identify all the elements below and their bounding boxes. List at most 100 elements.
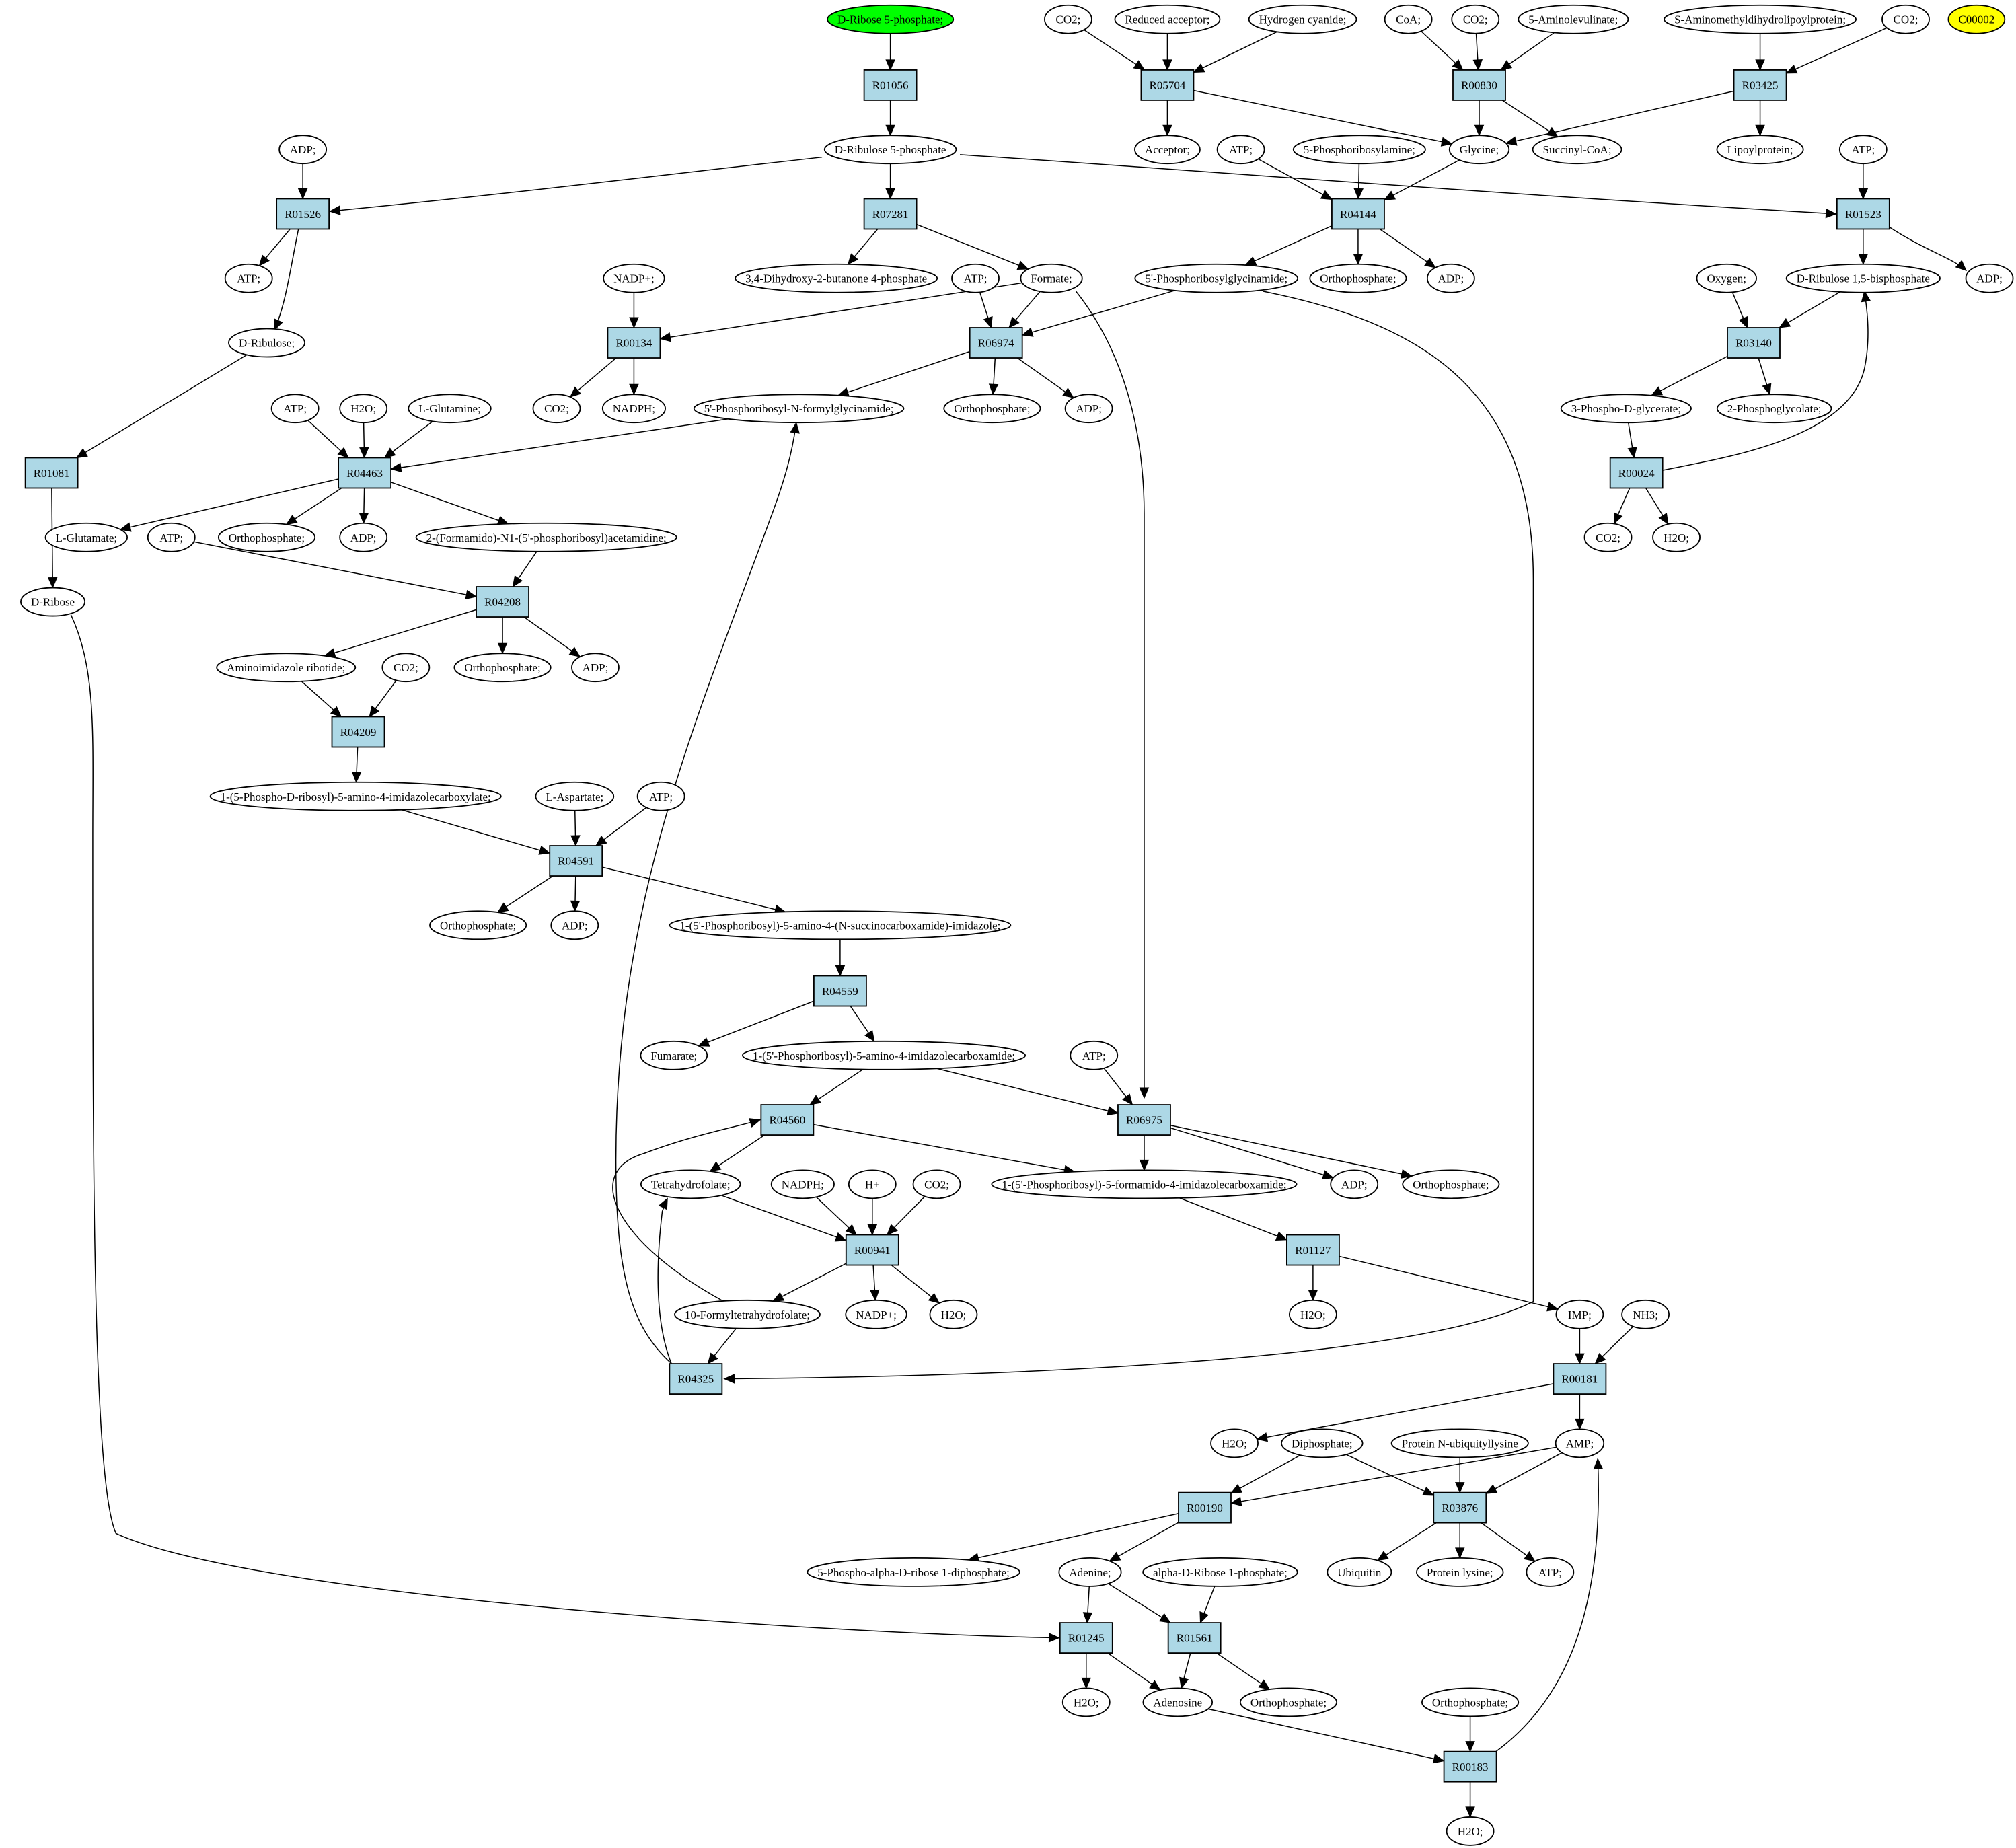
- reaction-node[interactable]: R06974: [969, 327, 1023, 359]
- compound-node[interactable]: D-Ribose: [20, 587, 86, 617]
- reaction-node[interactable]: R04209: [331, 716, 385, 748]
- compound-node[interactable]: 10-Formyltetrahydrofolate;: [674, 1299, 821, 1329]
- compound-node[interactable]: NADP+;: [845, 1299, 907, 1329]
- compound-node[interactable]: ATP;: [1838, 135, 1888, 165]
- compound-node[interactable]: 3,4-Dihydroxy-2-butanone 4-phosphate: [735, 263, 938, 293]
- compound-node[interactable]: Aminoimidazole ribotide;: [216, 653, 357, 683]
- compound-node[interactable]: Ubiquitin: [1327, 1557, 1392, 1587]
- compound-node[interactable]: Glycine;: [1448, 135, 1510, 165]
- compound-node[interactable]: Protein N-ubiquityllysine: [1390, 1428, 1529, 1458]
- compound-node[interactable]: H2O;: [1446, 1816, 1495, 1846]
- reaction-node[interactable]: R00190: [1178, 1491, 1232, 1524]
- compound-node[interactable]: Orthophosphate;: [1402, 1169, 1500, 1199]
- compound-node[interactable]: 3-Phospho-D-glycerate;: [1560, 394, 1692, 424]
- compound-node[interactable]: CO2;: [1881, 4, 1930, 34]
- marker-node[interactable]: C00002: [1947, 4, 2006, 34]
- compound-node[interactable]: H2O;: [339, 394, 388, 424]
- compound-node[interactable]: Lipoylprotein;: [1716, 135, 1804, 165]
- compound-node[interactable]: H2O;: [929, 1299, 978, 1329]
- compound-node[interactable]: alpha-D-Ribose 1-phosphate;: [1142, 1557, 1298, 1587]
- compound-node[interactable]: 2-Phosphoglycolate;: [1716, 394, 1832, 424]
- compound-node[interactable]: Orthophosphate;: [1239, 1687, 1338, 1717]
- compound-node[interactable]: ADP;: [278, 135, 328, 165]
- compound-node[interactable]: Oxygen;: [1696, 263, 1757, 293]
- compound-node[interactable]: ATP;: [1070, 1040, 1119, 1070]
- reaction-node[interactable]: R04325: [669, 1363, 723, 1395]
- compound-node[interactable]: Orthophosphate;: [217, 522, 316, 552]
- compound-node[interactable]: CO2;: [381, 653, 431, 683]
- compound-node[interactable]: 5'-Phosphoribosyl-N-formylglycinamide;: [693, 394, 905, 424]
- compound-node[interactable]: AMP;: [1555, 1428, 1605, 1458]
- compound-node[interactable]: CO2;: [1044, 4, 1092, 34]
- compound-node[interactable]: NADP+;: [603, 263, 665, 293]
- compound-node[interactable]: ATP;: [147, 522, 196, 552]
- reaction-node[interactable]: R01523: [1836, 198, 1890, 230]
- compound-node[interactable]: ADP;: [571, 653, 620, 683]
- compound-node[interactable]: 1-(5'-Phosphoribosyl)-5-amino-4-(N-succi…: [669, 910, 1012, 940]
- compound-node[interactable]: Adenine;: [1058, 1557, 1122, 1587]
- compound-node[interactable]: CO2;: [1451, 4, 1500, 34]
- compound-node[interactable]: ATP;: [951, 263, 1000, 293]
- compound-node[interactable]: CO2;: [532, 394, 581, 424]
- reaction-node[interactable]: R00024: [1609, 457, 1664, 489]
- compound-node[interactable]: Orthophosphate;: [943, 394, 1041, 424]
- compound-node[interactable]: ADP;: [339, 522, 388, 552]
- reaction-node[interactable]: R00181: [1553, 1363, 1607, 1395]
- reaction-node[interactable]: R04560: [760, 1104, 815, 1136]
- reaction-node[interactable]: R06975: [1117, 1104, 1171, 1136]
- compound-node[interactable]: ADP;: [1064, 394, 1113, 424]
- compound-node[interactable]: 1-(5'-Phosphoribosyl)-5-amino-4-imidazol…: [742, 1040, 1026, 1070]
- compound-node[interactable]: H2O;: [1652, 522, 1701, 552]
- reaction-node[interactable]: R04559: [813, 975, 867, 1007]
- compound-node[interactable]: Orthophosphate;: [429, 910, 527, 940]
- reaction-node[interactable]: R04463: [338, 457, 391, 489]
- compound-node[interactable]: Adenosine: [1142, 1687, 1214, 1717]
- reaction-node[interactable]: R04208: [476, 586, 529, 618]
- reaction-node[interactable]: R04591: [549, 845, 603, 877]
- compound-node[interactable]: CoA;: [1384, 4, 1433, 34]
- reaction-node[interactable]: R00941: [845, 1234, 899, 1266]
- reaction-node[interactable]: R01561: [1167, 1622, 1222, 1654]
- compound-node[interactable]: H2O;: [1210, 1428, 1259, 1458]
- reaction-node[interactable]: R03876: [1433, 1491, 1487, 1524]
- compound-node[interactable]: H2O;: [1288, 1299, 1337, 1329]
- compound-node[interactable]: Hydrogen cyanide;: [1248, 4, 1357, 34]
- compound-node[interactable]: Formate;: [1020, 263, 1083, 293]
- compound-node[interactable]: IMP;: [1555, 1299, 1604, 1329]
- start-compound-node[interactable]: D-Ribose 5-phosphate;: [827, 4, 955, 34]
- compound-node[interactable]: ADP;: [550, 910, 599, 940]
- reaction-node[interactable]: R04144: [1331, 198, 1385, 230]
- reaction-node[interactable]: R01127: [1285, 1234, 1340, 1266]
- compound-node[interactable]: NADPH;: [770, 1169, 835, 1199]
- compound-node[interactable]: H2O;: [1061, 1687, 1111, 1717]
- compound-node[interactable]: 5-Phosphoribosylamine;: [1292, 135, 1426, 165]
- compound-node[interactable]: 1-(5-Phospho-D-ribosyl)-5-amino-4-imidaz…: [209, 781, 502, 811]
- compound-node[interactable]: D-Ribulose 1,5-bisphosphate: [1785, 263, 1941, 293]
- compound-node[interactable]: 2-(Formamido)-N1-(5'-phosphoribosyl)acet…: [415, 522, 677, 552]
- reaction-node[interactable]: R03140: [1727, 327, 1781, 359]
- compound-node[interactable]: L-Glutamine;: [408, 394, 492, 424]
- reaction-node[interactable]: R00830: [1452, 69, 1506, 101]
- compound-node[interactable]: D-Ribulose 5-phosphate: [823, 135, 957, 165]
- compound-node[interactable]: D-Ribulose;: [228, 328, 305, 358]
- compound-node[interactable]: NH3;: [1621, 1299, 1670, 1329]
- compound-node[interactable]: Diphosphate;: [1281, 1428, 1364, 1458]
- compound-node[interactable]: Orthophosphate;: [1421, 1687, 1520, 1717]
- reaction-node[interactable]: R01056: [863, 69, 918, 101]
- compound-node[interactable]: Orthophosphate;: [453, 653, 552, 683]
- compound-node[interactable]: H+: [848, 1169, 897, 1199]
- reaction-node[interactable]: R03425: [1733, 69, 1787, 101]
- reaction-node[interactable]: R01526: [276, 198, 330, 230]
- reaction-node[interactable]: R01245: [1059, 1622, 1113, 1654]
- compound-node[interactable]: ATP;: [1526, 1557, 1575, 1587]
- compound-node[interactable]: S-Aminomethyldihydrolipoylprotein;: [1664, 4, 1857, 34]
- compound-node[interactable]: ATP;: [636, 781, 685, 811]
- compound-node[interactable]: 5-Aminolevulinate;: [1518, 4, 1629, 34]
- compound-node[interactable]: NADPH;: [601, 394, 666, 424]
- compound-node[interactable]: ADP;: [1965, 263, 2014, 293]
- compound-node[interactable]: Succinyl-CoA;: [1532, 135, 1622, 165]
- reaction-node[interactable]: R00134: [607, 327, 661, 359]
- compound-node[interactable]: CO2;: [912, 1169, 961, 1199]
- compound-node[interactable]: ADP;: [1330, 1169, 1379, 1199]
- compound-node[interactable]: L-Aspartate;: [535, 781, 615, 811]
